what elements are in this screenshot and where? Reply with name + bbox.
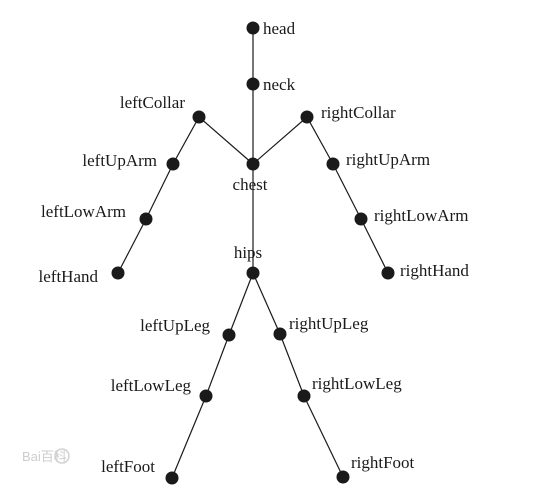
joint-rightHand: [381, 266, 395, 280]
joint-label-leftUpLeg: leftUpLeg: [140, 316, 210, 335]
watermark: Bai百科: [22, 448, 70, 464]
joint-leftLowLeg: [199, 389, 213, 403]
joint-label-leftUpArm: leftUpArm: [82, 151, 157, 170]
joint-leftFoot: [165, 471, 179, 485]
bone-hips-leftUpLeg: [228, 272, 254, 336]
joint-label-leftHand: leftHand: [39, 267, 99, 286]
labels-layer: head neck chest hips leftCollar leftUpArm left…: [39, 19, 470, 476]
bone-rightUpLeg-rightLowLeg: [279, 333, 305, 397]
bone-rightLowLeg-rightFoot: [303, 395, 344, 478]
joint-label-neck: neck: [263, 75, 296, 94]
joint-rightCollar: [300, 110, 314, 124]
joints-layer: [111, 21, 395, 485]
joint-rightLowLeg: [297, 389, 311, 403]
joint-leftCollar: [192, 110, 206, 124]
joint-label-leftFoot: leftFoot: [101, 457, 155, 476]
bone-rightCollar-rightUpArm: [306, 116, 334, 165]
joint-label-rightFoot: rightFoot: [351, 453, 415, 472]
bone-rightLowArm-rightHand: [360, 218, 389, 274]
bone-hips-rightUpLeg: [252, 272, 281, 335]
watermark-text: Bai百科: [22, 449, 67, 464]
joint-label-leftCollar: leftCollar: [120, 93, 185, 112]
bone-chest-leftCollar: [198, 116, 254, 165]
joint-leftUpArm: [166, 157, 180, 171]
joint-label-rightHand: rightHand: [400, 261, 469, 280]
joint-label-rightCollar: rightCollar: [321, 103, 396, 122]
joint-neck: [246, 77, 260, 91]
joint-leftHand: [111, 266, 125, 280]
joint-head: [246, 21, 260, 35]
joint-chest: [246, 157, 260, 171]
paw-logo-icon: [54, 448, 70, 464]
joint-label-hips: hips: [234, 243, 262, 262]
joint-label-rightLowArm: rightLowArm: [374, 206, 468, 225]
joint-label-chest: chest: [233, 175, 268, 194]
bone-leftLowLeg-leftFoot: [171, 395, 207, 479]
joint-rightFoot: [336, 470, 350, 484]
joint-rightUpLeg: [273, 327, 287, 341]
bone-rightUpArm-rightLowArm: [332, 163, 362, 220]
bone-leftLowArm-leftHand: [117, 218, 147, 274]
joint-rightUpArm: [326, 157, 340, 171]
joint-label-rightLowLeg: rightLowLeg: [312, 374, 402, 393]
bones-layer: [117, 28, 389, 479]
joint-label-leftLowLeg: leftLowLeg: [111, 376, 192, 395]
joint-label-head: head: [263, 19, 296, 38]
bone-chest-rightCollar: [252, 116, 308, 165]
joint-label-leftLowArm: leftLowArm: [41, 202, 126, 221]
joint-label-rightUpArm: rightUpArm: [346, 150, 430, 169]
joint-leftUpLeg: [222, 328, 236, 342]
bone-leftUpArm-leftLowArm: [145, 163, 174, 220]
joint-rightLowArm: [354, 212, 368, 226]
bone-leftUpLeg-leftLowLeg: [205, 334, 230, 397]
joint-hips: [246, 266, 260, 280]
joint-leftLowArm: [139, 212, 153, 226]
joint-label-rightUpLeg: rightUpLeg: [289, 314, 369, 333]
bone-leftCollar-leftUpArm: [172, 116, 200, 165]
